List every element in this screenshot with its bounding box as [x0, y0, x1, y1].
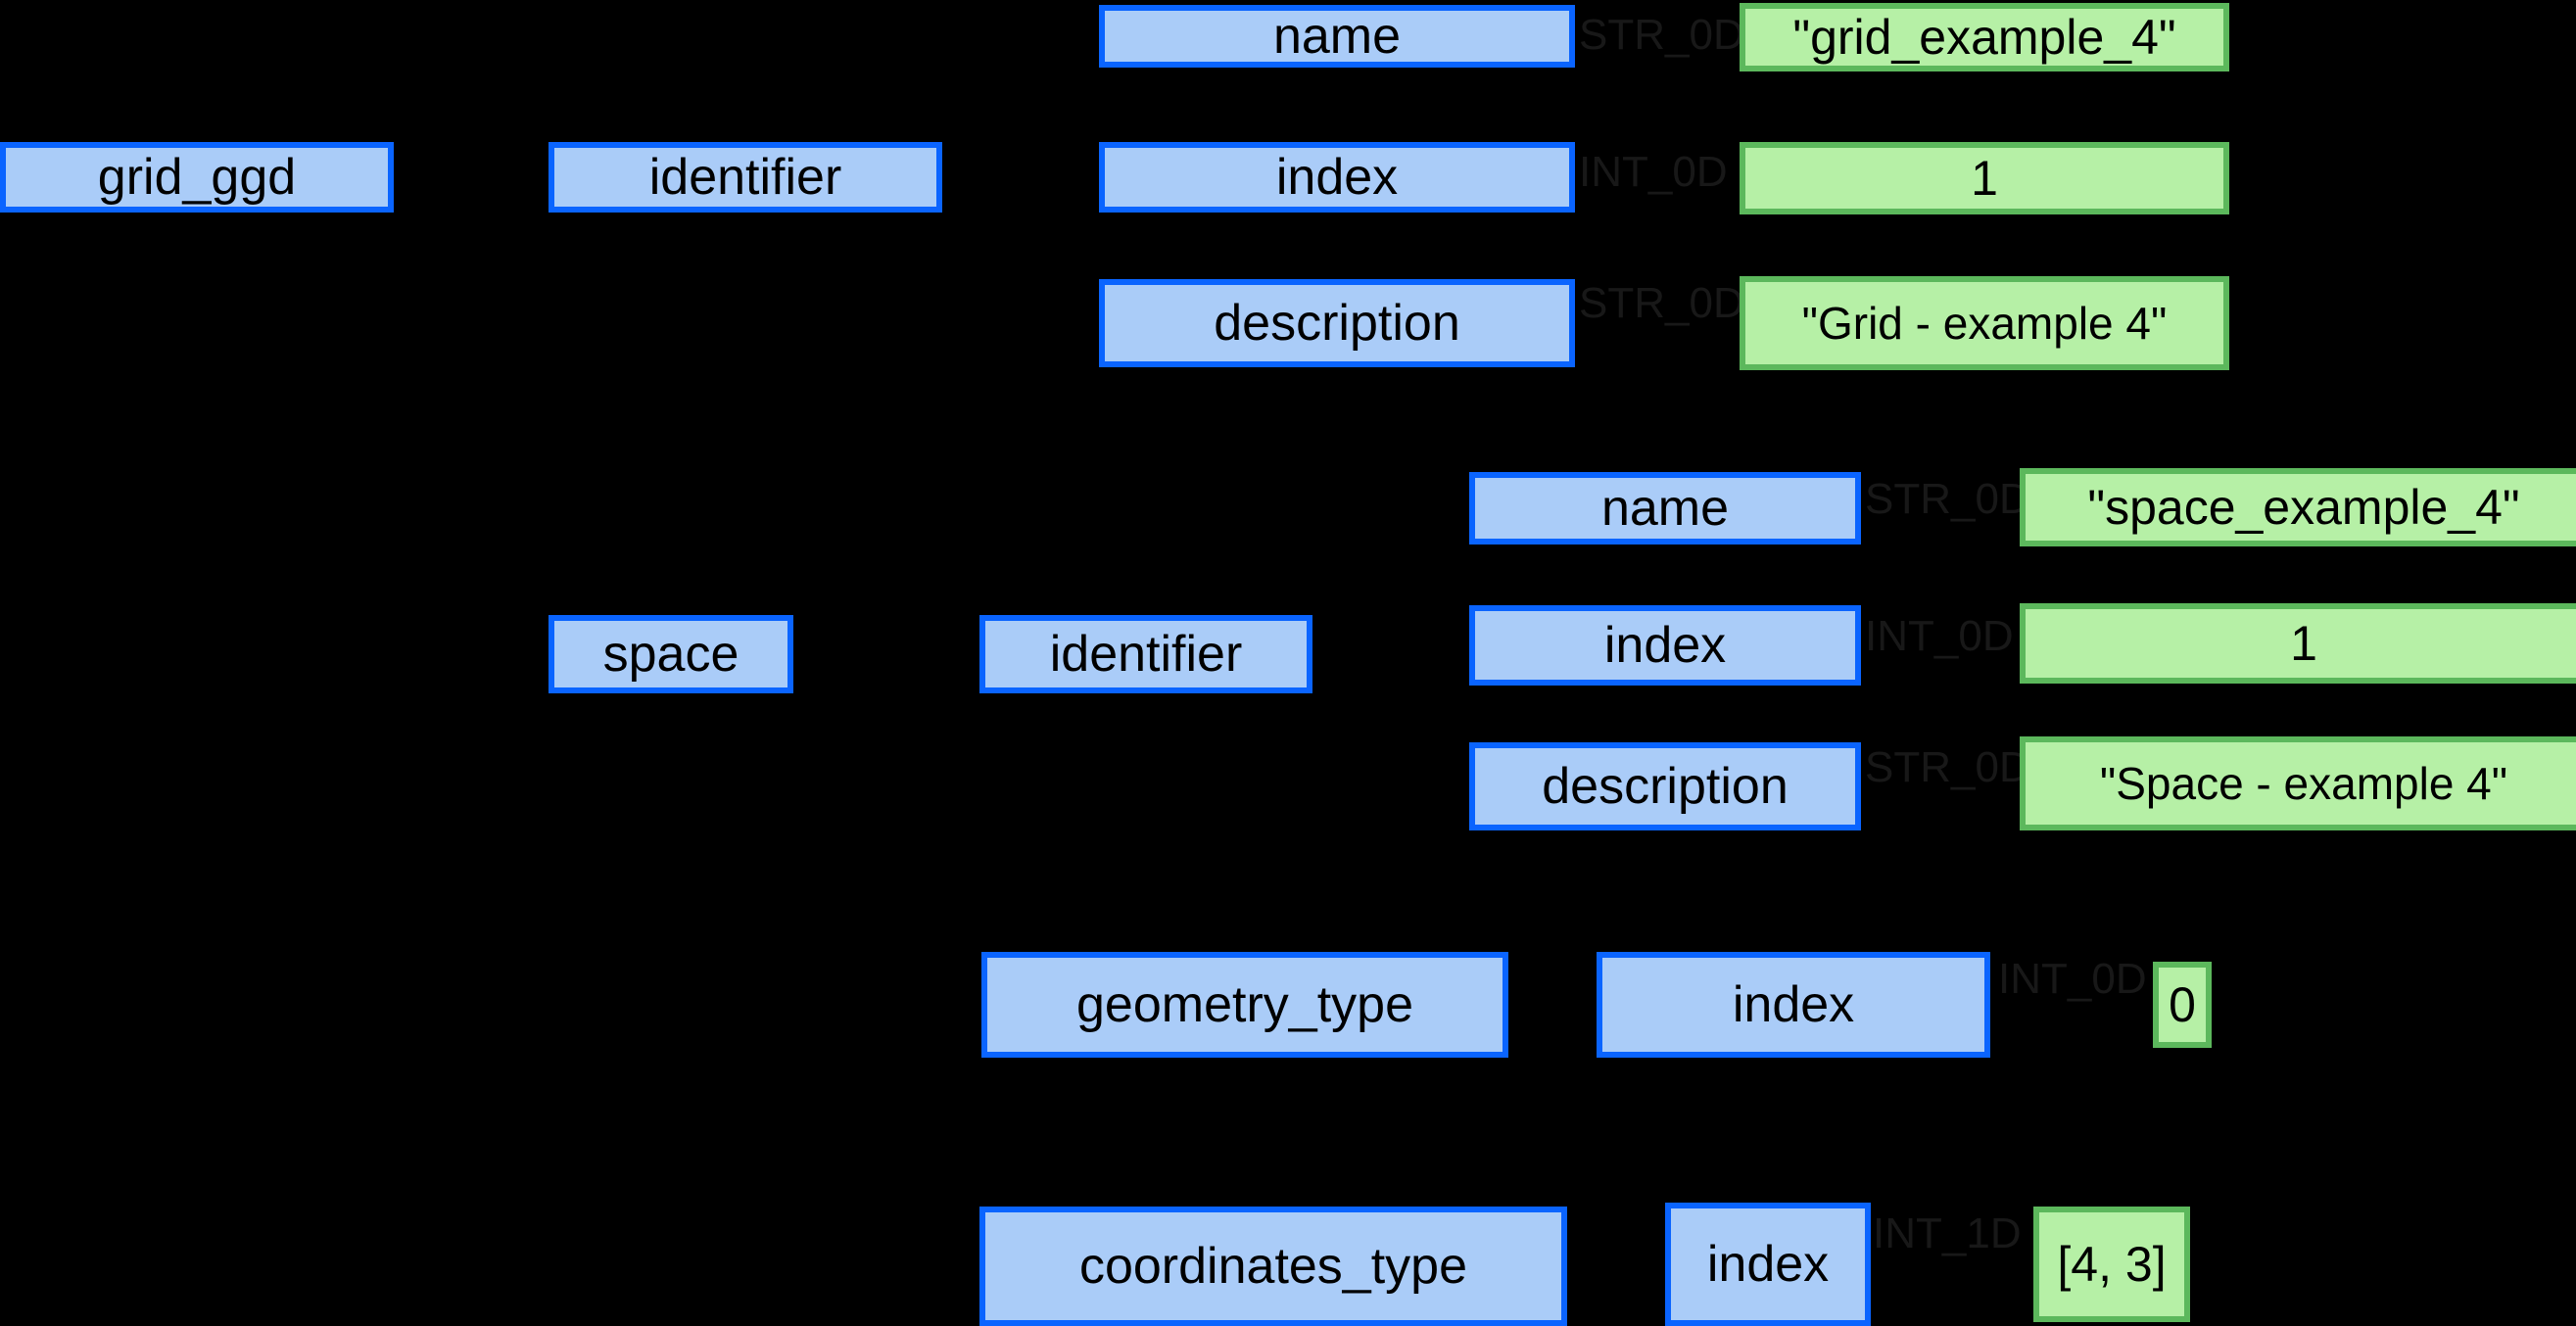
value-geometry-type-index-text: 0 [2169, 976, 2196, 1032]
edge-space-identifier-to-description [1311, 789, 1467, 794]
value-space-name: "space_example_4" [2020, 468, 2576, 546]
edge-description-to-value [1573, 325, 1740, 330]
node-grid-description[interactable]: description [1099, 279, 1575, 367]
node-space[interactable]: space [549, 615, 793, 693]
node-geometry-type-label: geometry_type [1076, 975, 1413, 1033]
node-space-name-label: name [1600, 479, 1730, 537]
value-space-index: 1 [2020, 603, 2576, 684]
node-geometry-type-index[interactable]: index [1597, 952, 1990, 1058]
node-coordinates-type-index[interactable]: index [1665, 1203, 1871, 1326]
edge-space-identifier-to-name [1311, 521, 1467, 526]
node-grid-ggd[interactable]: grid_ggd [0, 142, 394, 213]
type-label-space-name: STR_0D [1865, 475, 2030, 523]
node-coordinates-type-label: coordinates_type [1078, 1237, 1468, 1295]
type-label-space-index: INT_0D [1865, 612, 2014, 660]
node-grid-index-label: index [1275, 148, 1399, 206]
edge-geometry-index-to-value [1988, 1005, 2174, 1010]
value-space-description: "Space - example 4" [2020, 736, 2576, 830]
node-space-description[interactable]: description [1469, 742, 1861, 830]
edge-identifier-to-index [940, 194, 1097, 199]
node-grid-identifier[interactable]: identifier [549, 142, 942, 213]
node-space-index-label: index [1603, 616, 1727, 674]
value-space-name-text: "space_example_4" [2087, 479, 2520, 535]
edge-index-to-value [1573, 194, 1740, 199]
node-space-identifier[interactable]: identifier [979, 615, 1312, 693]
type-label-grid-description: STR_0D [1579, 279, 1744, 327]
node-grid-ggd-label: grid_ggd [97, 148, 297, 206]
node-grid-index[interactable]: index [1099, 142, 1575, 213]
type-label-geometry-type-index: INT_0D [1998, 955, 2147, 1003]
value-space-description-text: "Space - example 4" [2099, 757, 2508, 809]
value-grid-name-text: "grid_example_4" [1792, 9, 2176, 65]
value-space-index-text: 1 [2290, 615, 2317, 671]
type-label-grid-name: STR_0D [1579, 11, 1744, 59]
edge-grid-to-identifier [394, 194, 550, 199]
node-geometry-type[interactable]: geometry_type [981, 952, 1508, 1058]
node-space-index[interactable]: index [1469, 605, 1861, 686]
edge-name-to-value [1573, 57, 1740, 62]
edge-space-to-geometry-type [795, 1005, 981, 1010]
type-label-space-description: STR_0D [1865, 743, 2030, 791]
value-grid-index: 1 [1740, 142, 2229, 214]
node-coordinates-type-index-label: index [1706, 1235, 1830, 1293]
node-coordinates-type[interactable]: coordinates_type [979, 1207, 1567, 1326]
edge-geometry-type-to-index [1508, 1005, 1665, 1010]
value-coordinates-type-index: [4, 3] [2033, 1207, 2190, 1322]
node-space-label: space [602, 625, 739, 683]
node-space-description-label: description [1542, 757, 1789, 815]
node-grid-identifier-label: identifier [648, 148, 842, 206]
edge-space-name-to-value [1851, 521, 2018, 526]
node-space-identifier-label: identifier [1049, 625, 1243, 683]
value-geometry-type-index: 0 [2153, 962, 2212, 1048]
node-grid-description-label: description [1214, 294, 1460, 352]
edge-coordinates-index-to-value [1866, 1263, 2042, 1268]
node-space-name[interactable]: name [1469, 472, 1861, 545]
edge-identifier-to-name [940, 57, 1097, 62]
edge-grid-to-space [394, 658, 550, 663]
type-label-coordinates-type-index: INT_1D [1873, 1209, 2022, 1257]
node-geometry-type-index-label: index [1732, 975, 1855, 1033]
type-label-grid-index: INT_0D [1579, 148, 1728, 196]
edge-coordinates-type-to-index [1563, 1263, 1671, 1268]
node-grid-name-label: name [1272, 7, 1402, 65]
edge-space-index-to-value [1851, 658, 2018, 663]
edge-space-description-to-value [1851, 789, 2018, 794]
edge-identifier-to-description [940, 325, 1097, 330]
value-grid-description: "Grid - example 4" [1740, 276, 2229, 370]
node-grid-name[interactable]: name [1099, 5, 1575, 68]
value-coordinates-type-index-text: [4, 3] [2057, 1236, 2167, 1292]
edge-space-identifier-to-index [1311, 658, 1467, 663]
edge-space-to-identifier [795, 658, 952, 663]
value-grid-description-text: "Grid - example 4" [1801, 297, 2168, 349]
edge-space-to-coordinates-type [795, 1263, 981, 1268]
value-grid-name: "grid_example_4" [1740, 3, 2229, 71]
value-grid-index-text: 1 [1971, 150, 1998, 206]
